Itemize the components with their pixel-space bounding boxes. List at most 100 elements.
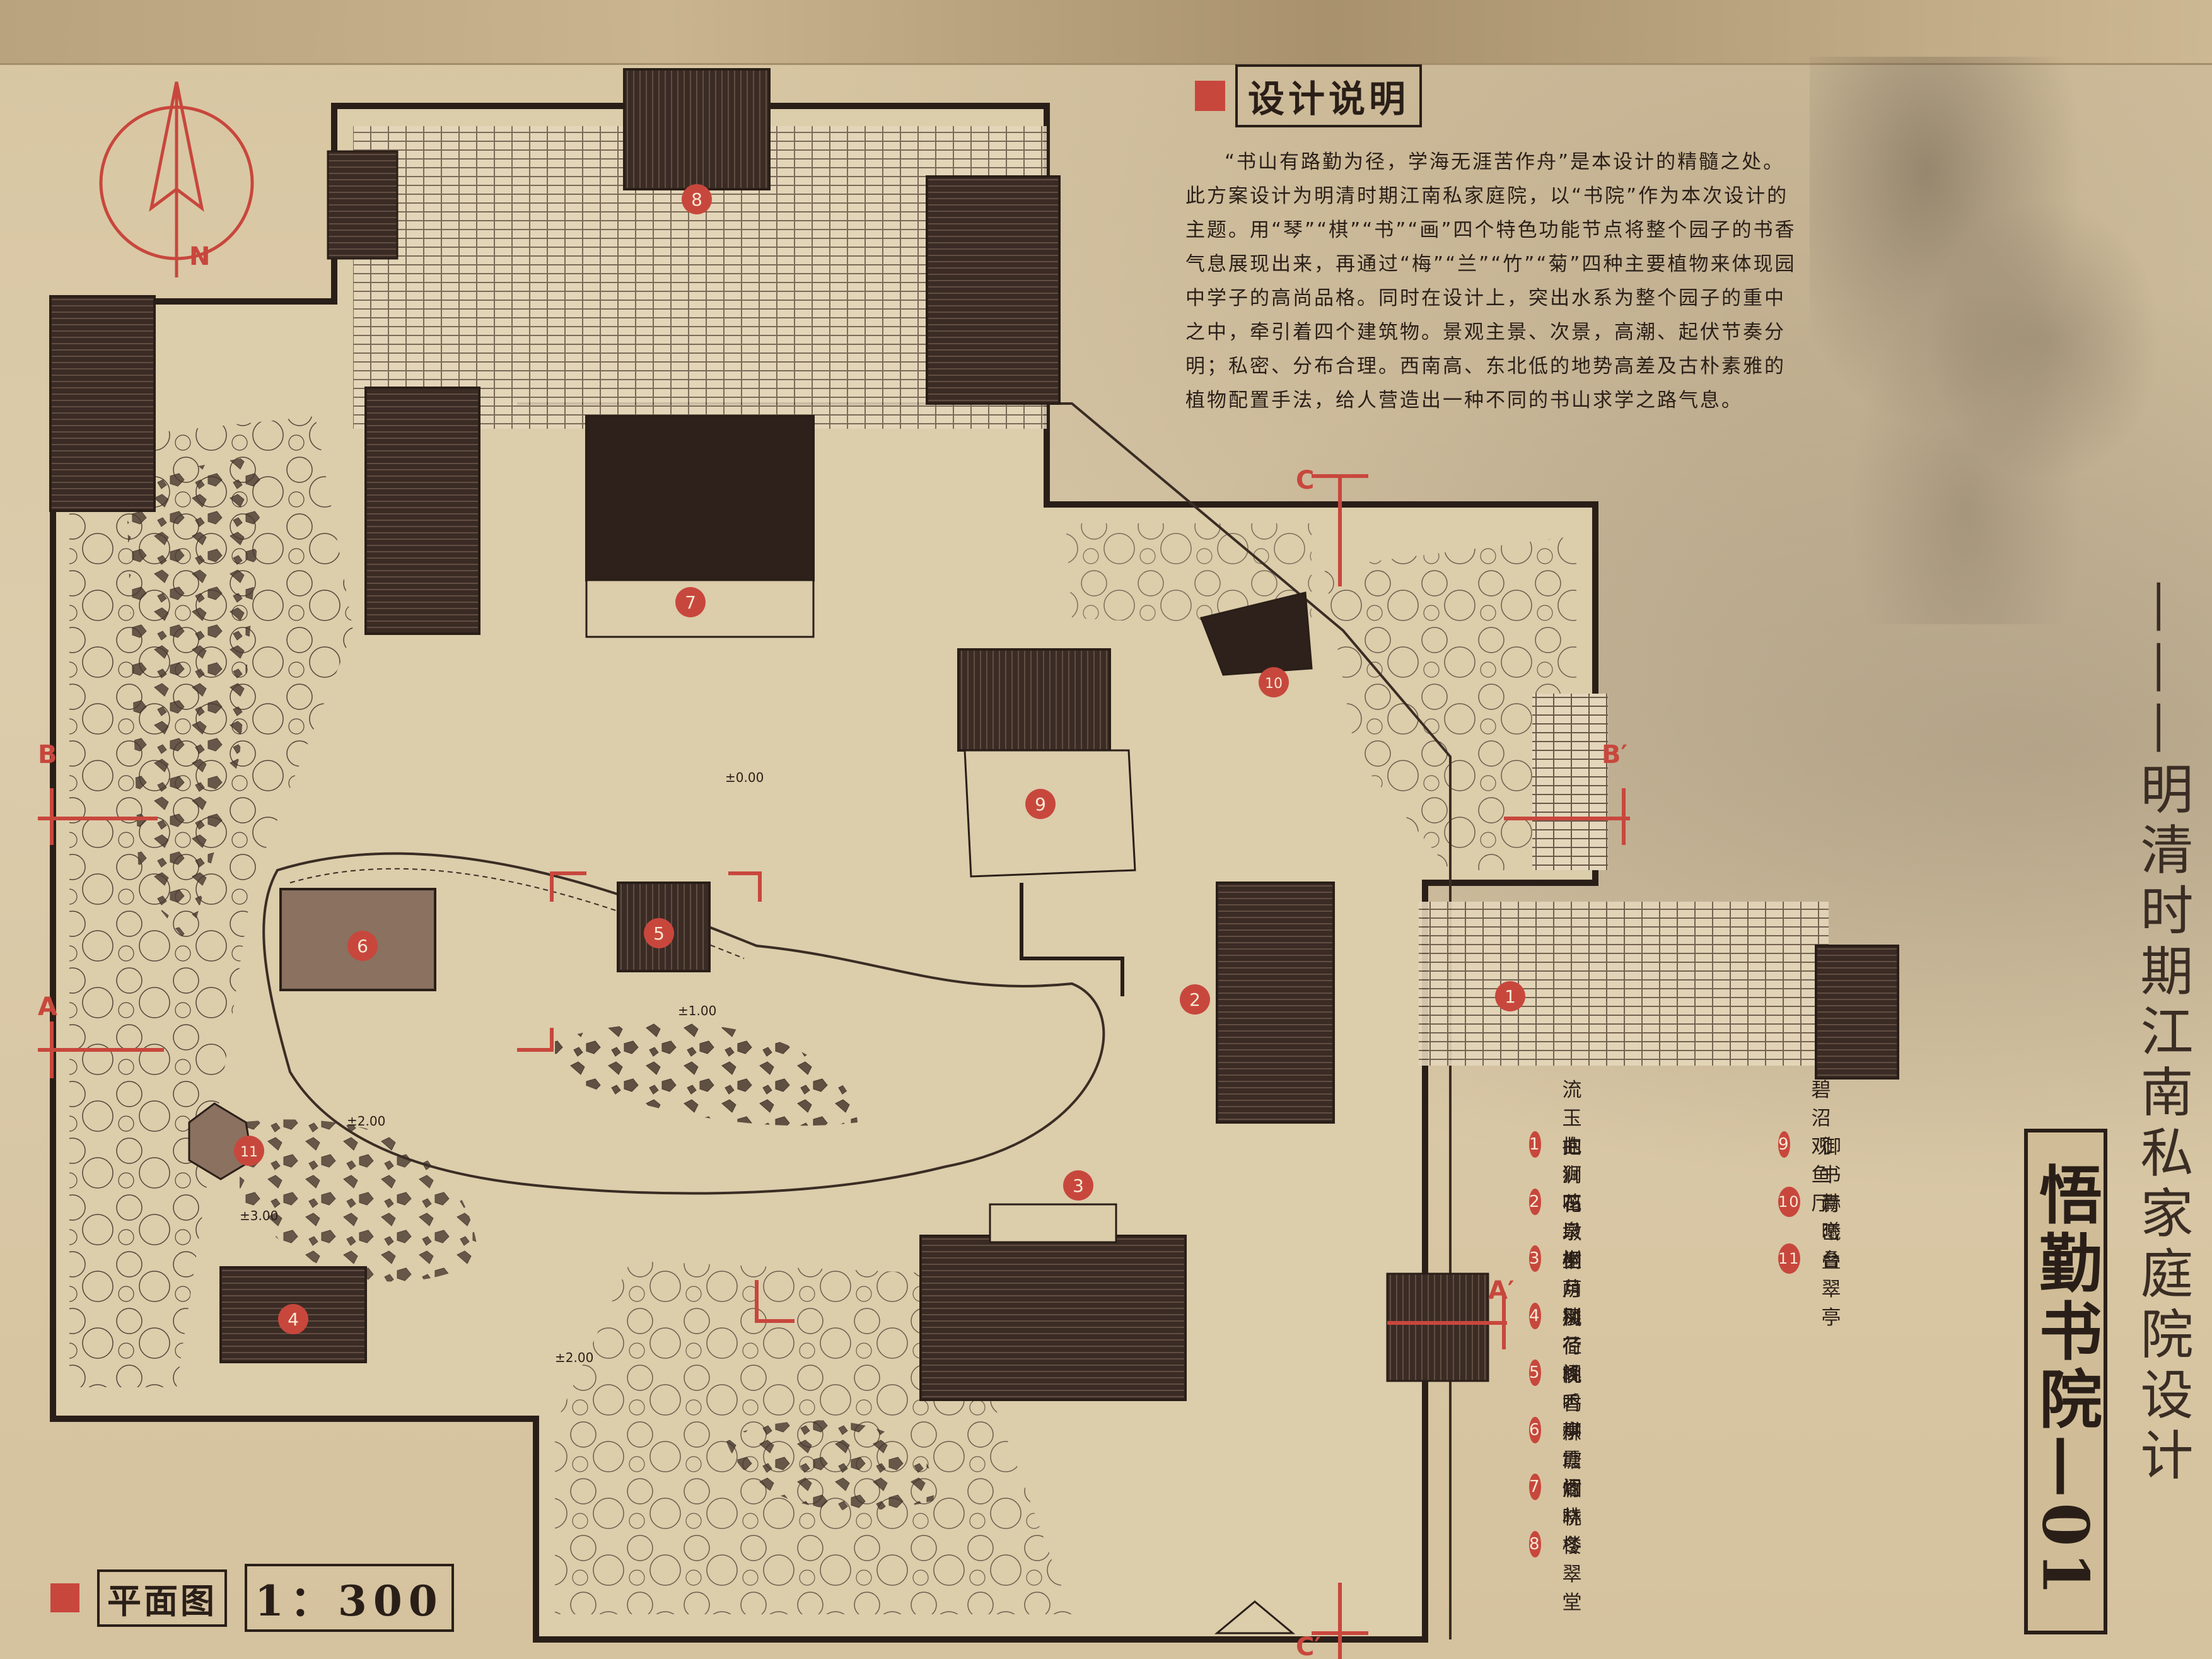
section-label-b: B xyxy=(38,740,57,769)
marker-7[interactable]: 7 xyxy=(675,587,706,617)
svg-text:8: 8 xyxy=(691,189,702,210)
svg-text:N: N xyxy=(189,242,210,271)
elevation-label: ±1.00 xyxy=(678,1003,716,1018)
building-southeast-pavilion xyxy=(1386,1272,1489,1382)
marker-4[interactable]: 4 xyxy=(278,1304,308,1334)
building-northeast-hall xyxy=(926,175,1061,405)
building-9 xyxy=(957,648,1136,878)
legend-label: 青峦叠翠亭 xyxy=(1821,1192,1842,1329)
building-northwest-hall xyxy=(49,295,156,512)
section-lines xyxy=(38,474,1630,1659)
heading-square-icon xyxy=(1195,81,1225,111)
legend-number: 8 xyxy=(1529,1530,1541,1557)
section-label-a2: A′ xyxy=(1488,1276,1515,1305)
elevation-label: ±0.00 xyxy=(725,770,764,785)
building-10 xyxy=(1199,591,1313,676)
rockery-south xyxy=(240,1119,479,1282)
legend-label: 御书赫曦台 xyxy=(1821,1136,1842,1272)
legend-label: 风荷晚香亭 xyxy=(1562,1307,1583,1443)
bridge xyxy=(1020,883,1124,996)
svg-text:11: 11 xyxy=(240,1144,258,1160)
svg-text:1: 1 xyxy=(1505,986,1516,1007)
marker-6[interactable]: 6 xyxy=(347,931,378,961)
ink-wash-decoration xyxy=(1810,57,2201,624)
marker-3[interactable]: 3 xyxy=(1063,1170,1093,1201)
legend-label: 桃鸣烘霞阁 xyxy=(1562,1364,1583,1501)
legend-number: 10 xyxy=(1778,1186,1800,1217)
building-2 xyxy=(1216,882,1335,1124)
legend-item: 1 流玉抱狮石 xyxy=(1529,1079,1598,1215)
section-label-a: A xyxy=(38,992,57,1022)
east-steps xyxy=(1532,694,1608,870)
planting-area-east xyxy=(1324,536,1576,870)
project-title: 悟勤书院—01 xyxy=(2024,1129,2107,1634)
plan-scale-row: 平面图 1：300 xyxy=(50,1564,454,1632)
section-label-c2: C′ xyxy=(1296,1633,1321,1659)
svg-text:4: 4 xyxy=(288,1309,299,1330)
project-subtitle: ———明清时期江南私家庭院设计 xyxy=(2132,580,2194,1488)
section-label-c: C xyxy=(1296,466,1314,495)
building-11 xyxy=(188,1102,253,1180)
east-entrance-paving xyxy=(1419,902,1829,1066)
svg-text:5: 5 xyxy=(653,923,665,944)
legend-item: 3 花墩坐月楼 xyxy=(1529,1193,1598,1329)
legend-item: 2 曲涧鸣泉榭 xyxy=(1529,1136,1598,1272)
svg-text:10: 10 xyxy=(1265,676,1283,692)
legend-item: 6 桃鸣烘霞阁 xyxy=(1529,1364,1598,1500)
north-arrow-icon: N xyxy=(99,81,254,277)
marker-5[interactable]: 5 xyxy=(644,918,674,948)
south-fan-pavilion xyxy=(1214,1600,1296,1634)
rockery-west xyxy=(126,454,265,946)
legend-number: 6 xyxy=(1529,1416,1541,1443)
marker-11[interactable]: 11 xyxy=(234,1136,264,1166)
svg-text:2: 2 xyxy=(1189,989,1201,1010)
legend-number: 9 xyxy=(1778,1131,1790,1158)
elevation-label: ±2.00 xyxy=(347,1114,385,1129)
design-notes-text: “书山有路勤为径，学海无涯苦作舟”是本设计的精髓之处。此方案设计为明清时期江南私… xyxy=(1185,151,1796,412)
legend-number: 3 xyxy=(1529,1245,1541,1272)
legend-number: 1 xyxy=(1529,1131,1541,1158)
building-west-hall xyxy=(364,387,480,635)
design-notes-title: 设计说明 xyxy=(1235,64,1423,127)
section-label-b2: B′ xyxy=(1602,740,1627,769)
legend-label: 流玉抱狮石 xyxy=(1562,1078,1583,1215)
elevation-label: ±3.00 xyxy=(240,1208,278,1223)
legend-number: 7 xyxy=(1529,1474,1541,1501)
rockery-center xyxy=(555,1023,858,1126)
legend-item: 4 桐荫别径阁 xyxy=(1529,1250,1598,1386)
svg-text:3: 3 xyxy=(1073,1175,1084,1196)
heading-square-icon xyxy=(50,1583,79,1612)
legend-label: 桐荫别径阁 xyxy=(1562,1250,1583,1387)
building-west-gate xyxy=(327,150,399,260)
svg-text:6: 6 xyxy=(357,936,368,957)
building-3 xyxy=(919,1203,1187,1401)
legend-item: 9 碧沼观鱼厅 xyxy=(1778,1079,1851,1215)
marker-10[interactable]: 10 xyxy=(1259,667,1289,697)
marker-9[interactable]: 9 xyxy=(1025,789,1056,819)
marker-1[interactable]: 1 xyxy=(1495,981,1525,1011)
marker-2[interactable]: 2 xyxy=(1180,984,1210,1015)
legend-label: 碧沼观鱼厅 xyxy=(1811,1078,1832,1215)
legend-label: 曲涧鸣泉榭 xyxy=(1562,1136,1583,1272)
legend-number: 4 xyxy=(1529,1302,1541,1329)
svg-text:7: 7 xyxy=(685,592,696,613)
design-notes-heading: 设计说明 xyxy=(1195,64,1423,127)
building-east-gate xyxy=(1815,945,1899,1080)
plan-scale: 1：300 xyxy=(245,1564,454,1632)
legend-number: 2 xyxy=(1529,1188,1541,1215)
legend-item: 10 御书赫曦台 xyxy=(1778,1136,1851,1272)
legend-label: 花墩坐月楼 xyxy=(1562,1192,1583,1329)
legend-item: 7 柳塘烟晓楼 xyxy=(1529,1421,1598,1557)
planting-area-northeast xyxy=(1066,523,1312,631)
building-4 xyxy=(219,1266,367,1363)
legend-label: 柳塘烟晓楼 xyxy=(1562,1421,1583,1557)
svg-text:9: 9 xyxy=(1035,794,1046,815)
marker-8[interactable]: 8 xyxy=(682,184,712,214)
focus-bracket xyxy=(517,871,795,1323)
